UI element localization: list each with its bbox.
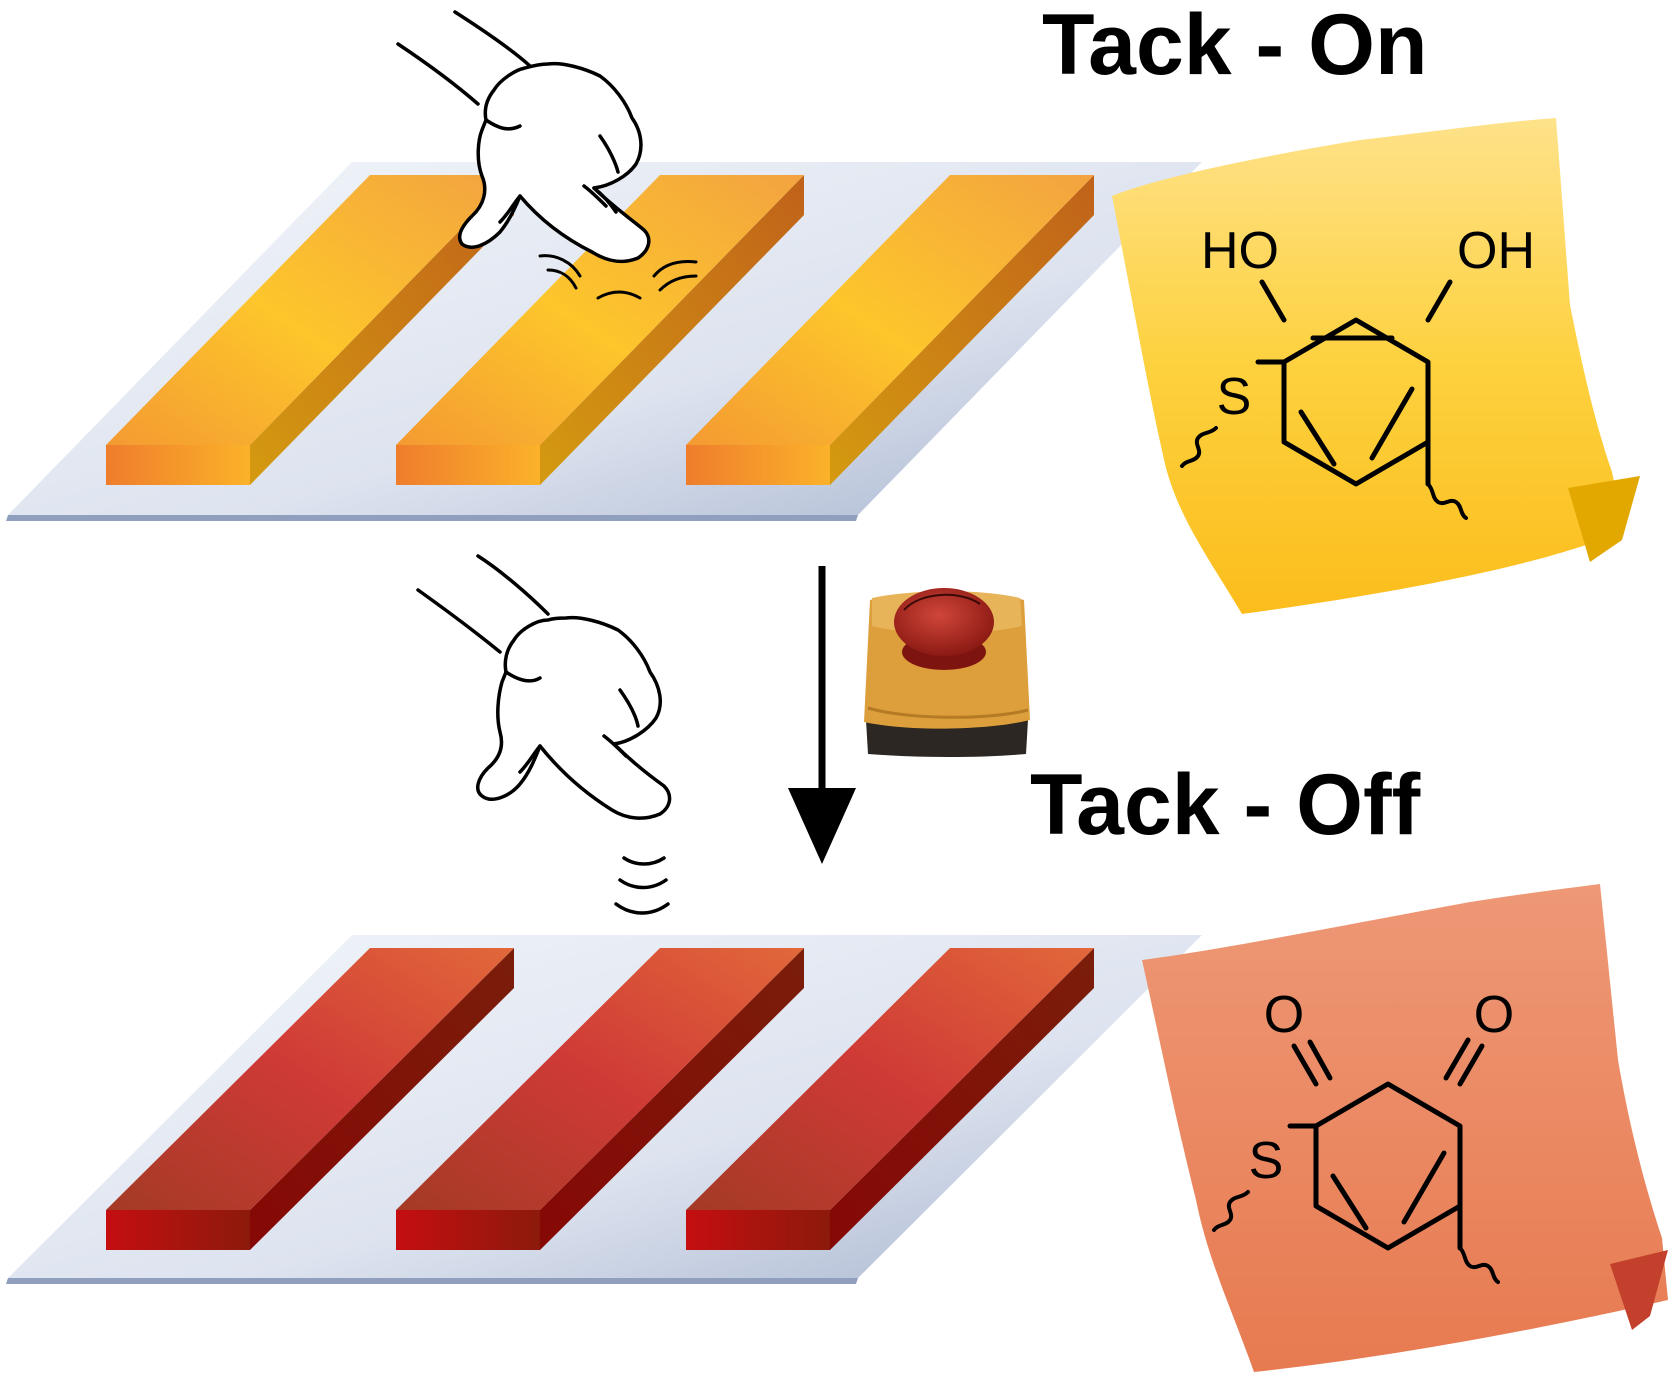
tack-on-strips bbox=[106, 175, 1094, 485]
thioether-label: S bbox=[1249, 1132, 1284, 1190]
contact-lines-icon bbox=[538, 254, 698, 300]
down-arrow-icon bbox=[788, 566, 856, 864]
tack-off-title: Tack - Off bbox=[1030, 757, 1421, 853]
tack-off-strips bbox=[106, 948, 1094, 1250]
tack-on-title: Tack - On bbox=[1042, 0, 1428, 93]
quinone-molecule: O O S bbox=[1212, 986, 1514, 1284]
thioether-label: S bbox=[1217, 368, 1252, 426]
hydroxyl-left-label: HO bbox=[1201, 222, 1279, 280]
tack-on-strip bbox=[686, 175, 1094, 485]
tack-off-sticky-note bbox=[1142, 884, 1668, 1372]
carbonyl-right-label: O bbox=[1474, 986, 1514, 1044]
push-button-icon bbox=[864, 588, 1030, 757]
release-waves-icon bbox=[614, 856, 670, 915]
pointing-hand-icon bbox=[396, 10, 651, 264]
tack-on-strip bbox=[396, 175, 804, 485]
tack-on-strip bbox=[106, 175, 514, 485]
tack-off-strip bbox=[106, 948, 514, 1250]
catechol-molecule: HO OH S bbox=[1180, 222, 1535, 520]
tack-on-sticky-note bbox=[1112, 118, 1640, 614]
tack-off-strip bbox=[686, 948, 1094, 1250]
carbonyl-left-label: O bbox=[1264, 986, 1304, 1044]
pointing-hand-icon bbox=[416, 554, 672, 820]
tack-off-strip bbox=[396, 948, 804, 1250]
hydroxyl-right-label: OH bbox=[1457, 222, 1535, 280]
